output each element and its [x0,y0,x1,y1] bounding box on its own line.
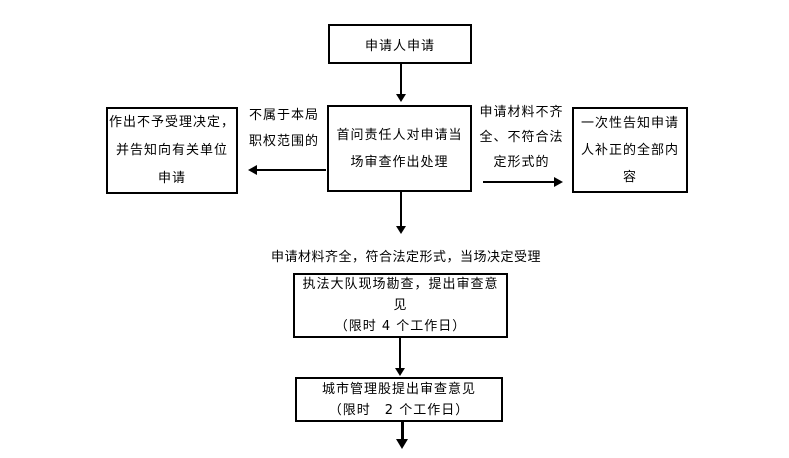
node-reject-decision-line: 申请 [157,170,186,186]
edge-label-out-of-scope-line: 不属于本局 [248,108,319,123]
arrow-shaft [400,192,402,226]
arrow-shaft [399,338,401,368]
node-notify-correction-line: 一次性告知申请 [580,115,679,131]
arrow-shaft [483,181,554,183]
node-site-inspection-line: 见 [393,298,408,313]
arrow-shaft [400,64,402,94]
arrow-review-to-notify [483,176,563,188]
arrow-shaft [257,169,326,171]
node-site-inspection: 执法大队现场勘查，提出审查意 见 （限时 4 个工作日） [293,273,508,338]
arrow-inspection-to-opinion [394,338,406,376]
arrowhead-right-icon [554,177,563,187]
node-reject-decision-line: 并告知向有关单位 [115,142,228,158]
arrow-opinion-continuation [395,422,409,449]
node-notify-correction-line: 人补正的全部内 [580,142,679,158]
edge-label-incomplete: 申请材料不齐 全、不符合法 定形式的 [473,100,570,175]
arrowhead-down-icon [396,226,406,234]
node-applicant-line: 申请人申请 [364,38,435,54]
node-management-opinion-line: （限时 2 个工作日） [328,402,470,418]
node-first-review-line: 场审查作出处理 [350,154,449,170]
node-notify-correction-line: 容 [622,169,637,185]
edge-label-accepted: 申请材料齐全，符合法定形式，当场决定受理 [270,250,541,265]
edge-label-out-of-scope: 不属于本局 职权范围的 [241,103,327,155]
arrow-review-to-reject [248,164,326,176]
arrowhead-down-icon [396,94,406,102]
arrowhead-down-icon [395,368,405,376]
node-management-opinion: 城市管理股提出审查意见 （限时 2 个工作日） [295,377,503,422]
edge-label-incomplete-line: 定形式的 [493,155,550,170]
node-first-review-line: 首问责任人对申请当 [336,127,463,143]
arrow-shaft [400,422,404,439]
node-first-review: 首问责任人对申请当 场审查作出处理 [327,105,472,192]
edge-label-incomplete-line: 全、不符合法 [479,130,564,145]
node-applicant: 申请人申请 [328,24,472,64]
node-site-inspection-line: （限时 4 个工作日） [334,319,467,334]
arrowhead-down-icon [396,439,408,449]
node-site-inspection-line: 执法大队现场勘查，提出审查意 [302,277,499,292]
node-reject-decision: 作出不予受理决定， 并告知向有关单位 申请 [106,107,238,194]
node-management-opinion-line: 城市管理股提出审查意见 [321,381,476,397]
node-reject-decision-line: 作出不予受理决定， [108,114,235,130]
edge-label-incomplete-line: 申请材料不齐 [479,105,564,120]
arrow-applicant-to-review [395,64,407,102]
arrow-review-to-accepted [395,192,407,234]
edge-label-out-of-scope-line: 职权范围的 [248,134,319,149]
node-notify-correction: 一次性告知申请 人补正的全部内 容 [572,107,688,193]
arrowhead-left-icon [248,165,257,175]
